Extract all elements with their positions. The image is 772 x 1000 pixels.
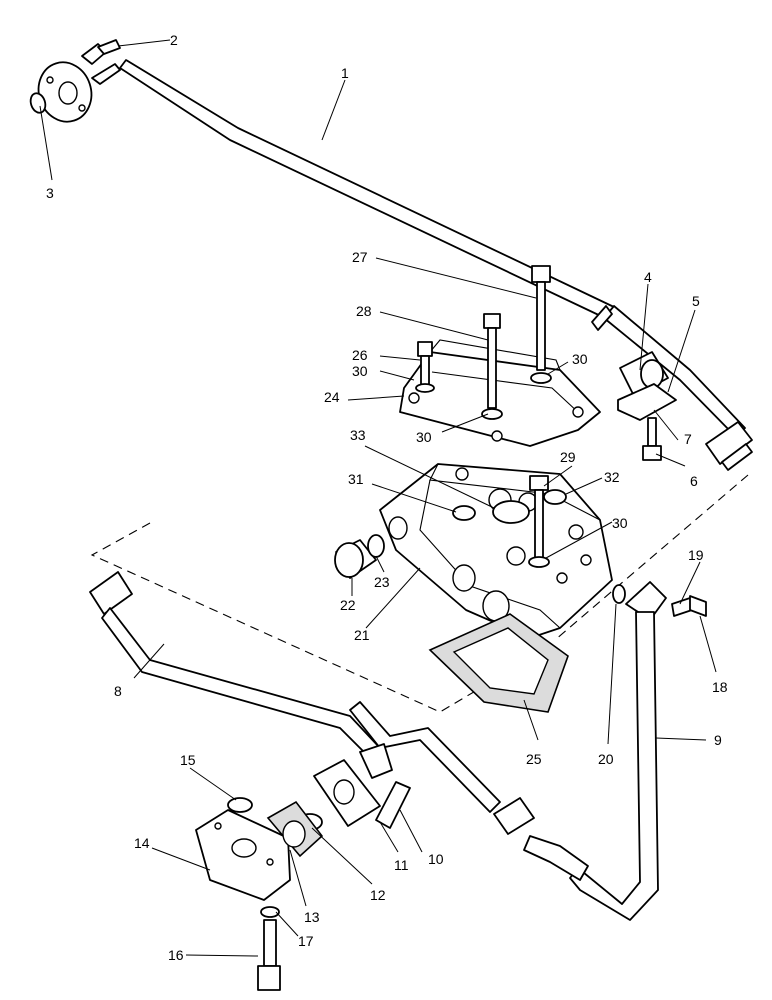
callout-18: 18: [712, 679, 728, 695]
callout-8: 8: [114, 683, 122, 699]
tee-fitting: [297, 743, 393, 831]
callout-29: 29: [560, 449, 576, 465]
callout-16: 16: [168, 947, 184, 963]
bolt-26: [415, 341, 435, 393]
o-ring-15: [227, 797, 253, 813]
block-14: [195, 809, 291, 901]
callout-6: 6: [690, 473, 698, 489]
callout-14: 14: [134, 835, 150, 851]
callout-30b: 30: [416, 429, 432, 445]
clamp-4-5-7: [617, 351, 677, 421]
callout-13: 13: [304, 909, 320, 925]
callout-labels: 1 2 3 4 5 6 7 8 9 10 11 12 13 14 15 16 1…: [46, 32, 728, 963]
callout-21: 21: [354, 627, 370, 643]
callout-27: 27: [352, 249, 368, 265]
assembly-guide-right: [554, 474, 749, 641]
callout-15: 15: [180, 752, 196, 768]
callout-1: 1: [341, 65, 349, 81]
callout-5: 5: [692, 293, 700, 309]
bolt-29: [528, 475, 550, 568]
callout-24: 24: [324, 389, 340, 405]
callout-31: 31: [348, 471, 364, 487]
gasket-25: [428, 613, 569, 713]
gasket-13: [266, 800, 324, 858]
callout-9: 9: [714, 732, 722, 748]
callout-3: 3: [46, 185, 54, 201]
callout-30a: 30: [352, 363, 368, 379]
callout-4: 4: [644, 269, 652, 285]
bolt-28: [481, 313, 503, 420]
leader-lines: [39, 39, 717, 957]
bolt-10: [375, 781, 411, 829]
pipe-9: [523, 581, 667, 921]
callout-26: 26: [352, 347, 368, 363]
callout-30c: 30: [572, 351, 588, 367]
callout-11: 11: [394, 857, 409, 873]
callout-20: 20: [598, 751, 614, 767]
callout-17: 17: [298, 933, 314, 949]
bolt-18: [671, 595, 707, 617]
bolt-2: [81, 39, 121, 65]
bolt-6: [642, 417, 662, 461]
valve-body-21: [379, 463, 613, 639]
callout-19: 19: [688, 547, 704, 563]
o-rings-31-32-33: [452, 489, 567, 524]
callout-32: 32: [604, 469, 620, 485]
plug-22: [334, 534, 385, 579]
callout-7: 7: [684, 431, 692, 447]
callout-30d: 30: [612, 515, 628, 531]
callout-28: 28: [356, 303, 372, 319]
pipe-8: [89, 571, 535, 835]
callout-33: 33: [350, 427, 366, 443]
callout-10: 10: [428, 851, 444, 867]
callout-25: 25: [526, 751, 542, 767]
callout-22: 22: [340, 597, 356, 613]
bolt-16: [257, 906, 281, 991]
callout-12: 12: [370, 887, 386, 903]
bolt-27: [530, 265, 552, 384]
flange-3: [29, 61, 93, 123]
callout-2: 2: [170, 32, 178, 48]
o-ring-20: [612, 584, 626, 604]
callout-23: 23: [374, 574, 390, 590]
